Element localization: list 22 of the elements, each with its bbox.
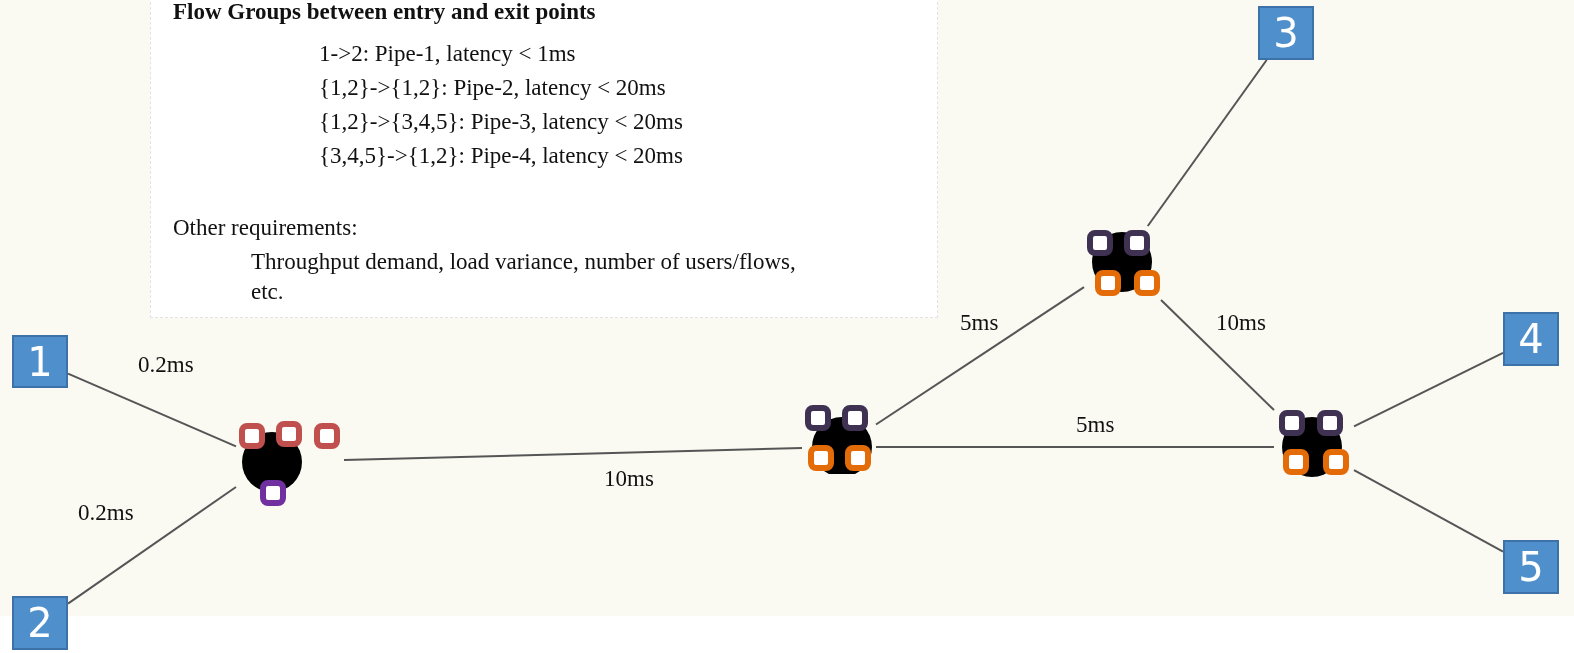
endpoint-box: 3 [1258, 6, 1314, 60]
link-line [67, 372, 237, 448]
panel-text: 1->2: Pipe-1, latency < 1ms [319, 40, 576, 68]
link-line [1146, 59, 1268, 227]
link-line [343, 447, 803, 462]
link-line [875, 286, 1085, 426]
panel-text: Throughput demand, load variance, number of users/flows, etc. [251, 248, 797, 306]
panel-text: {1,2}->{1,2}: Pipe-2, latency < 20ms [319, 74, 666, 102]
panel-text: {1,2}->{3,4,5}: Pipe-3, latency < 20ms [319, 108, 683, 136]
link-line [1353, 351, 1504, 428]
panel-text: Other requirements: [173, 214, 358, 242]
endpoint-box: 4 [1503, 312, 1559, 366]
endpoint-box: 5 [1503, 540, 1559, 594]
link-line [875, 446, 1275, 448]
requirements-panel [150, 0, 938, 318]
panel-heading: Flow Groups between entry and exit points [173, 0, 596, 26]
endpoint-box: 2 [12, 596, 68, 650]
link-line [67, 486, 237, 605]
link-line [1353, 469, 1504, 553]
endpoint-box: 1 [12, 335, 68, 388]
link-line [1160, 299, 1275, 411]
panel-text: {3,4,5}->{1,2}: Pipe-4, latency < 20ms [319, 142, 683, 170]
